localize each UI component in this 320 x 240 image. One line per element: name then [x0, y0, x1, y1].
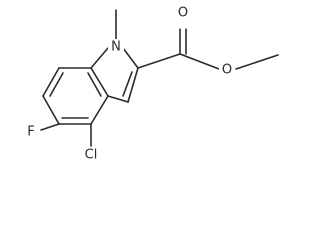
- bond-n1-c2: [122, 47, 139, 69]
- bond-c5-f: [40, 123, 60, 131]
- bond-carbonyl-carbon-ester-oxygen: [179, 53, 220, 70]
- bond-c6-c7: [42, 67, 60, 97]
- f-label-background: [24, 124, 40, 140]
- cl-label-background: [80, 147, 102, 163]
- o-ester-label-background: [219, 62, 235, 78]
- double-bond-c6-c7-inner: [49, 72, 64, 97]
- bond-c7a-n1: [90, 47, 109, 69]
- fluorine-atom-label: F: [27, 125, 34, 140]
- nitrogen-atom-label: N: [111, 40, 121, 55]
- bond-c2-carbonyl-carbon: [137, 53, 181, 69]
- structure-canvas: N O O Cl F: [24, 5, 279, 163]
- ester-oxygen-label: O: [222, 63, 232, 78]
- bond-c7a-c3a: [90, 67, 109, 97]
- bond-c2-c3: [127, 67, 139, 103]
- double-bond-c2-c3-inner: [122, 71, 133, 97]
- double-bond-c7a-c3a-inner: [87, 72, 102, 97]
- n-label-background: [108, 39, 124, 55]
- o-carbonyl-label-background: [175, 5, 191, 21]
- chlorine-atom-label: Cl: [85, 148, 98, 163]
- bond-ester-oxygen-methyl: [235, 54, 279, 70]
- carbonyl-oxygen-label: O: [178, 6, 188, 21]
- bond-c5-c6: [42, 95, 60, 125]
- bond-c3a-c4: [90, 95, 109, 125]
- bond-c3-c3a: [107, 95, 129, 103]
- molecule-structure-figure: N O O Cl F: [24, 5, 279, 163]
